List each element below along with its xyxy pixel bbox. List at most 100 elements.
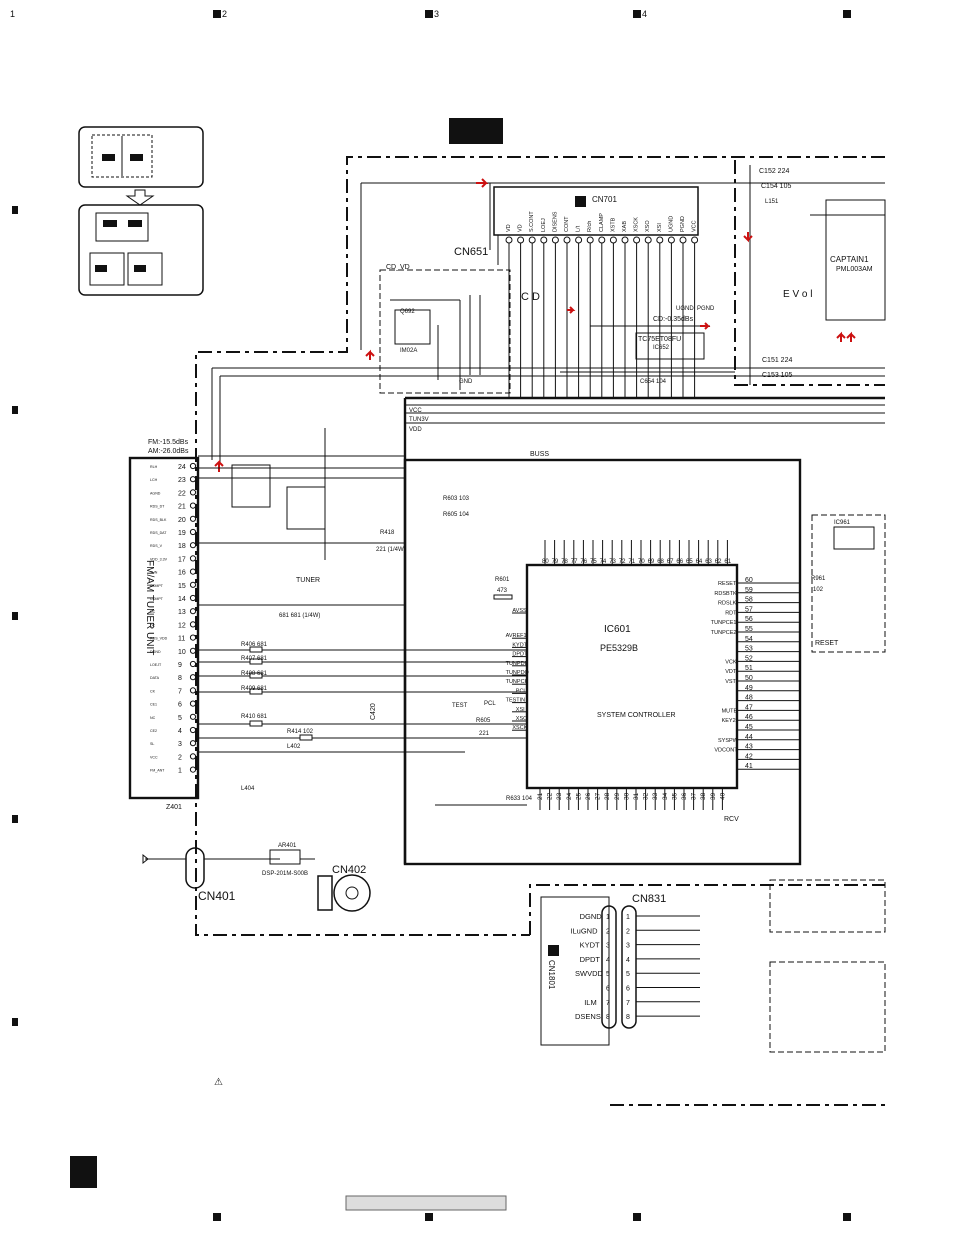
warning-icon: ⚠ — [214, 1077, 223, 1088]
tuner-pin-label: VCC — [150, 755, 158, 759]
cn701-pin — [586, 236, 594, 244]
tuner-pin-label: CE1 — [150, 703, 157, 707]
cn701-pin-label: UGND — [668, 216, 674, 232]
cd-big-label: C D — [521, 291, 540, 303]
tuner-pin — [189, 713, 197, 720]
ic601-bottom-pin-number: 38 — [700, 792, 707, 800]
tuner-pin-number: 13 — [178, 609, 186, 616]
ic601-top-pin-number: 62 — [715, 559, 722, 565]
tuner-pin-number: 17 — [178, 556, 186, 563]
ic601-top-pin-number: 77 — [571, 559, 578, 565]
tuner-pin-label: LCH — [150, 478, 158, 482]
tuner-pin-label: LOEJT — [150, 663, 162, 667]
ic601-bottom-pin-number: 23 — [556, 792, 563, 800]
ic601-top-pin-number: 75 — [590, 559, 597, 565]
tuner-pin-label: DATA — [150, 676, 160, 680]
r605-label: R605 104 — [443, 512, 470, 518]
tuner-pin-label: FM_ANT — [150, 769, 165, 773]
ic601-top-pin-number: 72 — [619, 559, 626, 565]
tuner-pin-label: DC — [150, 623, 156, 627]
tuner-pin — [189, 515, 197, 522]
ic601-right-pin-label: VDCONT — [714, 748, 738, 754]
ic601-top-pin-number: 67 — [667, 559, 674, 565]
cn831-pin-right-number: 7 — [626, 1000, 630, 1007]
cn831-pin-right-number: 5 — [626, 971, 630, 978]
cn831-pin-right-number: 3 — [626, 943, 630, 950]
q692-label: Q692 — [400, 309, 415, 315]
cn831-pin-left-number: 2 — [606, 928, 610, 935]
ic601-right-pin-number: 51 — [745, 665, 753, 672]
cn831-pin-left-number: 1 — [606, 914, 610, 921]
border-num-2: 2 — [222, 9, 227, 19]
r408-label: R408 681 — [241, 671, 268, 677]
ic601-right-pin-label: VST — [725, 679, 736, 685]
cn651-label: CN651 — [454, 246, 488, 258]
ic601-top-pin-number: 61 — [724, 559, 731, 565]
cn701-pin-label: XSCK — [634, 217, 640, 232]
ic601-right-pin-number: 47 — [745, 704, 753, 711]
cn701-pin-label: R/ch — [587, 221, 593, 232]
tuner-pin-number: 5 — [178, 715, 182, 722]
tuner-pin — [189, 634, 197, 641]
cn701-pin — [505, 236, 513, 244]
cn701-label: CN701 — [592, 195, 617, 204]
ic601-left-pin-label: PCL — [516, 688, 527, 694]
ic601-left-pin-label: TUNPCK — [506, 679, 529, 685]
ic601-left-pin-label: AVSS — [512, 608, 527, 614]
ic601-left-pin-label: XSO — [516, 716, 528, 722]
border-num-3: 3 — [434, 9, 439, 19]
ic652-part: TC75ET08FU — [638, 336, 681, 343]
ic601-right-pin-number: 60 — [745, 577, 753, 584]
tuner-ic-b — [286, 486, 326, 530]
tuner-pin-number: 23 — [178, 477, 186, 484]
ic601-bottom-pin-number: 35 — [671, 792, 678, 800]
tuner-pin-number: 19 — [178, 530, 186, 537]
cn701-pin-label: CONT — [564, 216, 570, 232]
ic601-left-pins: AVSSAVREF1KYDTDPDTTUNPDITUNPDOTUNPCKPCLT… — [506, 608, 530, 731]
ic601-right-pin-label: VDT — [725, 669, 737, 675]
fm-level-label: FM:-15.5dBs — [148, 439, 189, 446]
border-num-1: 1 — [10, 9, 15, 19]
c152-label: C152 224 — [759, 168, 789, 175]
ic601-right-pin-label: TUNPCE2 — [711, 630, 737, 636]
tuner-pin — [189, 700, 197, 707]
ic601-right-pin-number: 54 — [745, 636, 753, 643]
ic652-ref: IC652 — [653, 345, 670, 351]
l402-label: L402 — [287, 744, 301, 750]
cd-vd-label: CD_VD — [386, 264, 410, 271]
ic601-bottom-pin-number: 28 — [604, 792, 611, 800]
cn701-pin-label: VD — [518, 224, 524, 232]
cn701-pin — [633, 236, 641, 244]
pgnd-label: PGND — [697, 306, 715, 312]
tuner-pin — [189, 753, 197, 760]
ic601-bottom-pin-number: 26 — [585, 792, 592, 800]
z401-label: Z401 — [166, 804, 182, 811]
tuner-label: TUNER — [296, 577, 320, 584]
r961-value: 102 — [813, 587, 824, 593]
ic601-left-pin-label: DPDT — [512, 652, 528, 658]
tuner-pin-label: AGND — [150, 491, 161, 495]
tuner-pin-number: 22 — [178, 490, 186, 497]
cn402-label: CN402 — [332, 864, 366, 876]
tuner-pin-number: 1 — [178, 768, 182, 775]
ic601-right-pin-number: 55 — [745, 626, 753, 633]
tuner-unit-label: FM/AM TUNER UNIT — [144, 560, 155, 655]
ic601-right-pins: 60RESET59RDSBTK58RDSLK57RDT56TUNPCE155TU… — [711, 577, 800, 770]
captain-label: CAPTAIN1 — [830, 255, 869, 264]
tuner-unit-pins: 24RLH23LCH22AGND21RDS_DT20RDS_BLK19RDS_D… — [150, 462, 197, 775]
ic601-part: PE5329B — [600, 643, 638, 653]
ic601-right-pin-label: KEY2 — [722, 718, 736, 724]
evol-block: C152 224 C154 105 C151 224 C153 105 L151… — [749, 165, 886, 385]
cn401-label: CN401 — [198, 889, 236, 903]
ic601-top-pin-number: 74 — [600, 559, 607, 565]
ic601-right-pin-number: 42 — [745, 753, 753, 760]
cn701-pin — [540, 236, 548, 244]
tuner-pin — [189, 660, 197, 668]
c654-label: C654 104 — [640, 379, 667, 385]
vcc-label: VCC — [409, 408, 422, 414]
ic601-bottom-pin-number: 33 — [652, 792, 659, 800]
